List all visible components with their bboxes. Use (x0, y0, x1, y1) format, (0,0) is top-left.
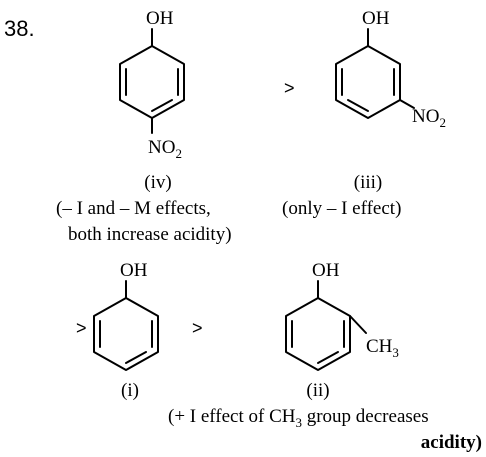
greater-than-1: > (284, 78, 295, 98)
compound-i-double-bond-bottom (125, 351, 147, 364)
compound-iv-double-bond-bottom (151, 99, 173, 112)
compound-iii: OH NO2 (iii) (only – I effect) (282, 8, 446, 219)
compound-iii-no2-label: NO2 (412, 106, 446, 130)
compound-iii-benzene-ring (335, 45, 401, 119)
compound-i-oh-label: OH (120, 260, 148, 281)
compound-ii: OH CH3 (ii) (+ I effect of CH3 group dec… (168, 260, 482, 453)
compound-iii-note-line1: (only – I effect) (282, 198, 401, 219)
greater-than-3: > (192, 318, 203, 338)
compound-iii-no2-bond (399, 99, 415, 109)
greater-than-2: > (76, 318, 87, 338)
compound-i: OH (i) (93, 260, 159, 401)
compound-ii-ch3-bond (349, 315, 367, 334)
compound-ii-note-line2: acidity) (421, 432, 482, 453)
compound-iv: OH NO2 (iv) (– I and – M effects, both i… (56, 8, 232, 245)
question-number: 38. (4, 16, 35, 41)
compound-iv-label: (iv) (144, 172, 171, 193)
compound-iii-double-bond-bottom (347, 99, 369, 112)
compound-iv-oh-label: OH (146, 8, 174, 29)
compound-iv-note-line2: both increase acidity) (68, 224, 232, 245)
compound-i-label: (i) (121, 380, 139, 401)
compound-iv-benzene-ring (119, 45, 185, 119)
compound-ii-double-bond-bottom (317, 351, 339, 364)
compound-iv-no2-label: NO2 (148, 137, 182, 161)
compound-ii-oh-label: OH (312, 260, 340, 281)
compound-iii-oh-label: OH (362, 8, 390, 29)
compound-ii-label: (ii) (306, 380, 329, 401)
compound-i-benzene-ring (93, 297, 159, 371)
compound-ii-note-line1: (+ I effect of CH3 group decreases (168, 406, 429, 430)
compound-ii-benzene-ring (285, 297, 351, 371)
compound-iv-note-line1: (– I and – M effects, (56, 198, 211, 219)
compound-ii-ch3-label: CH3 (366, 336, 399, 360)
compound-iii-label: (iii) (354, 172, 383, 193)
